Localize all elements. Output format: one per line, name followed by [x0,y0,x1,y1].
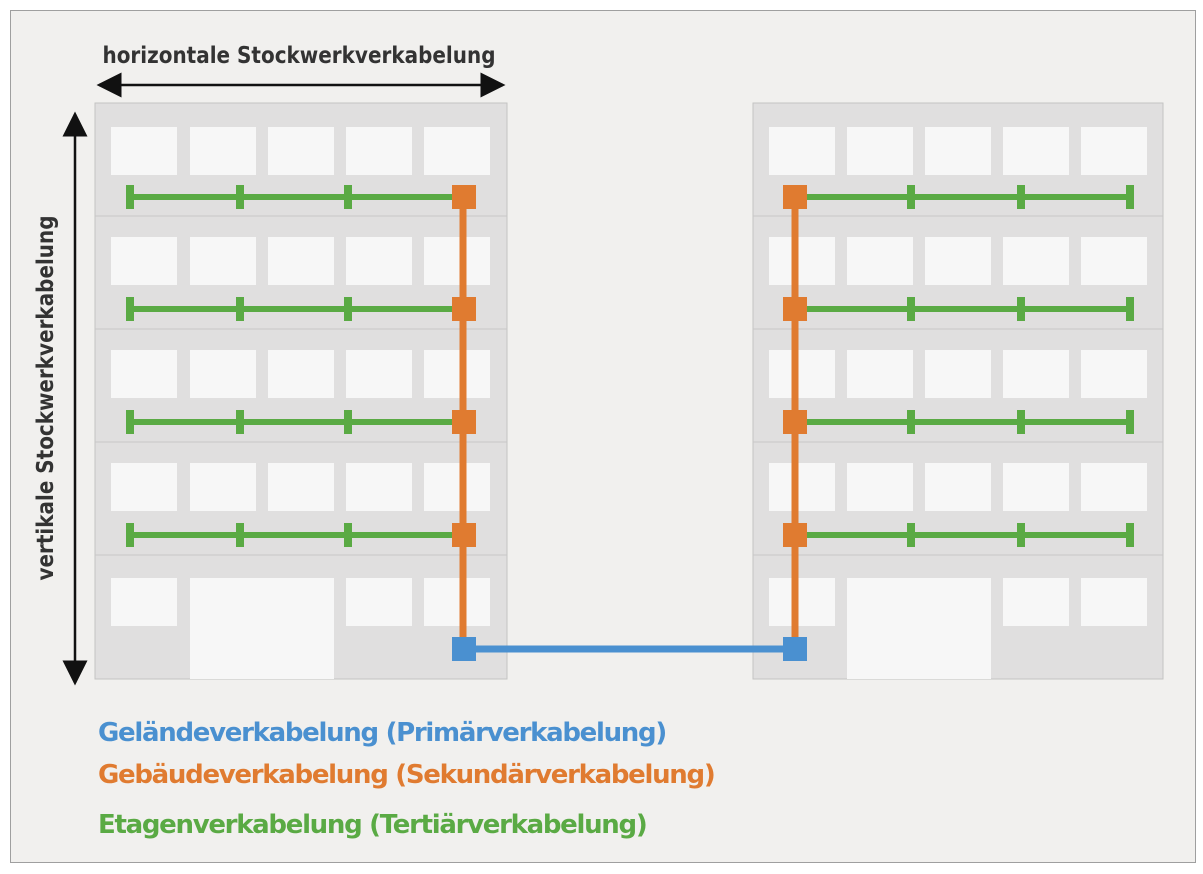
legend-primary: Geländeverkabelung (Primärverkabelung) [98,718,667,748]
horizontal-label: horizontale Stockwerkverkabelung [103,43,496,69]
window [111,578,177,626]
outlet-tick-left [236,523,244,547]
vertical-label: vertikale Stockwerkverkabelung [33,216,59,581]
floor-distributor-left [452,185,476,209]
window [847,350,913,398]
outlet-tick-right [907,185,915,209]
window [346,578,412,626]
window [769,463,835,511]
window [1003,237,1069,285]
floor-distributor-right [783,523,807,547]
window [1003,578,1069,626]
outlet-tick-left [236,410,244,434]
window [111,237,177,285]
outlet-tick-right [1126,297,1134,321]
window [268,463,334,511]
window [190,127,256,175]
outlet-tick-right [1126,410,1134,434]
window [424,237,490,285]
building-right [752,102,1164,680]
window [111,463,177,511]
entrance-door [190,578,334,679]
floor-distributor-right [783,410,807,434]
window [925,350,991,398]
window [847,127,913,175]
window [190,237,256,285]
floor-distributor-left [452,410,476,434]
window [1081,350,1147,398]
window [424,463,490,511]
window [925,127,991,175]
window [424,127,490,175]
outlet-tick-right [1126,185,1134,209]
window [268,127,334,175]
outlet-tick-right [907,297,915,321]
legend-secondary-text: Gebäudeverkabelung (Sekundärverkabelung) [98,760,716,790]
window [424,350,490,398]
window [925,463,991,511]
floor-distributor-right [783,185,807,209]
window [346,127,412,175]
building-distributor-right [783,637,807,661]
window [1081,578,1147,626]
window [769,578,835,626]
window [346,350,412,398]
building-distributor-left [452,637,476,661]
window [111,127,177,175]
window [1081,237,1147,285]
window [1003,350,1069,398]
window [847,463,913,511]
window [190,350,256,398]
floor-distributor-left [452,523,476,547]
window [1081,463,1147,511]
cabling-layer [126,185,1134,661]
outlet-tick-right [1126,523,1134,547]
outlet-tick-right [1017,410,1025,434]
window [346,237,412,285]
outlet-tick-left [126,185,134,209]
outlet-tick-left [344,410,352,434]
window [1003,463,1069,511]
window [111,350,177,398]
window [268,350,334,398]
legend-tertiary-text: Etagenverkabelung (Tertiärverkabelung) [98,810,648,840]
window [424,578,490,626]
outlet-tick-left [236,297,244,321]
outlet-tick-left [236,185,244,209]
floor-distributor-left [452,297,476,321]
window [1081,127,1147,175]
outlet-tick-right [1017,523,1025,547]
outlet-tick-left [344,185,352,209]
window [769,350,835,398]
entrance-door [847,578,991,679]
outlet-tick-left [344,297,352,321]
window [190,463,256,511]
window [346,463,412,511]
outlet-tick-left [126,523,134,547]
window [925,237,991,285]
outlet-tick-right [1017,185,1025,209]
outlet-tick-left [126,297,134,321]
window [1003,127,1069,175]
outlet-tick-right [1017,297,1025,321]
window [268,237,334,285]
legend-tertiary: Etagenverkabelung (Tertiärverkabelung) [98,810,648,840]
window [847,237,913,285]
floor-distributor-right [783,297,807,321]
building-left [94,102,508,680]
window [769,237,835,285]
outlet-tick-right [907,410,915,434]
legend-primary-text: Geländeverkabelung (Primärverkabelung) [98,718,667,748]
outlet-tick-left [344,523,352,547]
outlet-tick-right [907,523,915,547]
outlet-tick-left [126,410,134,434]
legend-secondary: Gebäudeverkabelung (Sekundärverkabelung) [98,760,716,790]
window [769,127,835,175]
